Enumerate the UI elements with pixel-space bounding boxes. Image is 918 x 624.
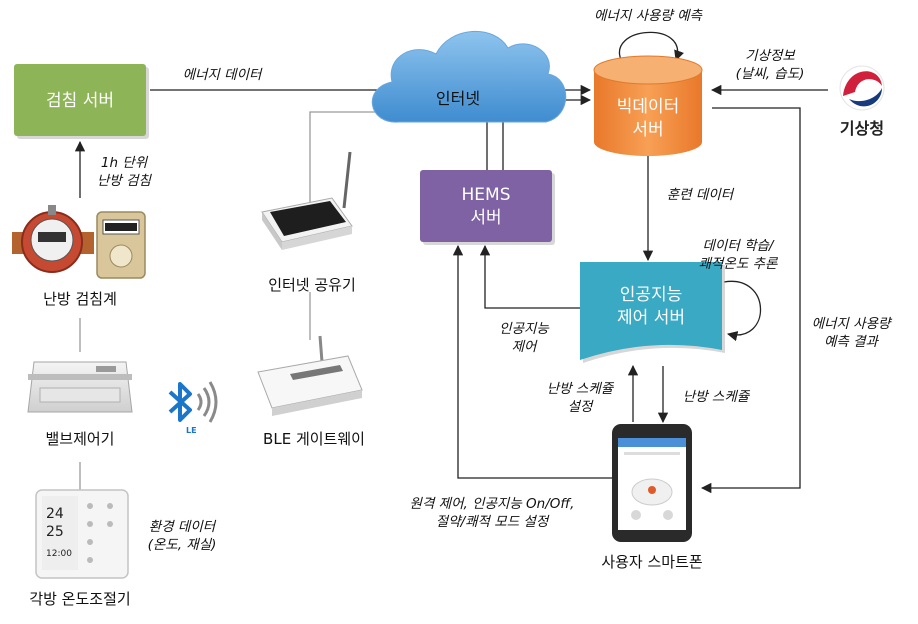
ai-control-label-2: 제어 bbox=[512, 339, 538, 355]
internet-router-label: 인터넷 공유기 bbox=[268, 276, 356, 294]
ble-gateway-label: BLE 게이트웨이 bbox=[263, 430, 365, 448]
remote-control-label-2: 절약/쾌적 모드 설정 bbox=[436, 514, 550, 530]
ai-server: 인공지능 제어 서버 bbox=[580, 262, 725, 363]
heating-meter-label: 난방 검침계 bbox=[43, 290, 117, 308]
prediction-result-arrow bbox=[700, 107, 801, 494]
weather-label-2: (날씨, 습도) bbox=[736, 66, 805, 82]
cloud-shape bbox=[372, 30, 567, 123]
smartphone-image bbox=[612, 424, 692, 542]
router-internet-line bbox=[309, 111, 385, 222]
room-thermostat-label: 각방 온도조절기 bbox=[29, 590, 130, 608]
bigdata-label-1: 빅데이터 bbox=[617, 97, 680, 117]
bigdata-label-2: 서버 bbox=[632, 120, 663, 140]
ai-label-2: 제어 서버 bbox=[617, 308, 685, 328]
kma-logo: 기상청 bbox=[839, 65, 885, 138]
meter-server: 검침 서버 bbox=[14, 64, 149, 139]
meter-server-label: 검침 서버 bbox=[46, 91, 114, 111]
remote-control-arrow bbox=[452, 244, 612, 479]
ble-gateway-image bbox=[257, 335, 363, 416]
learning-label-2: 쾌적온도 추론 bbox=[699, 256, 779, 272]
bigdata-server: 빅데이터 서버 bbox=[593, 55, 703, 156]
valve-controller-image bbox=[27, 361, 133, 413]
room-thermostat-image: 24 25 12:00 bbox=[35, 489, 129, 579]
usage-result-label-1: 에너지 사용량 bbox=[812, 316, 893, 332]
valve-controller-label: 밸브제어기 bbox=[45, 430, 114, 448]
kma-blue-swirl bbox=[849, 88, 882, 107]
env-data-label-1: 환경 데이터 bbox=[149, 519, 217, 535]
bluetooth-le-icon: LE bbox=[168, 381, 218, 435]
internet-label: 인터넷 bbox=[436, 89, 480, 108]
internet-router-image bbox=[261, 151, 353, 250]
internet-cloud: 인터넷 bbox=[372, 30, 567, 123]
schedule-setting-label-2: 설정 bbox=[568, 399, 594, 415]
hourly-label-1: 1h 단위 bbox=[101, 155, 149, 171]
schedule-setting-label-1: 난방 스케쥴 bbox=[547, 381, 615, 397]
ai-control-label-1: 인공지능 bbox=[499, 321, 550, 337]
thermostat-temp2: 25 bbox=[46, 524, 64, 540]
weather-label-1: 기상정보 bbox=[745, 48, 795, 64]
hems-server-box bbox=[420, 170, 552, 242]
smartphone-label: 사용자 스마트폰 bbox=[601, 553, 702, 571]
energy-prediction-label: 에너지 사용량 예측 bbox=[594, 8, 704, 24]
usage-result-label-2: 예측 결과 bbox=[824, 334, 880, 350]
meter-server-box bbox=[14, 64, 146, 136]
learning-loop-arrow bbox=[723, 280, 762, 342]
hourly-label-2: 난방 검침 bbox=[97, 173, 153, 189]
hems-label-2: 서버 bbox=[470, 208, 501, 228]
ai-control-arrow bbox=[479, 244, 580, 309]
thermostat-temp1: 24 bbox=[46, 506, 64, 522]
learning-label-1: 데이터 학습/ bbox=[703, 238, 775, 254]
cylinder-body bbox=[594, 70, 702, 156]
ai-label-1: 인공지능 bbox=[620, 285, 683, 305]
heating-meter-image bbox=[12, 205, 146, 279]
cylinder-top bbox=[593, 55, 703, 85]
env-data-label-2: (온도, 재실) bbox=[148, 537, 217, 553]
prediction-loop-arrow bbox=[618, 31, 684, 63]
ai-server-box bbox=[580, 262, 722, 360]
thermostat-clock: 12:00 bbox=[46, 549, 72, 559]
svg-text:LE: LE bbox=[186, 426, 197, 435]
training-data-label: 훈련 데이터 bbox=[667, 187, 735, 203]
kma-label: 기상청 bbox=[840, 119, 884, 138]
hems-server: HEMS 서버 bbox=[420, 170, 555, 245]
remote-control-label-1: 원격 제어, 인공지능 On/Off, bbox=[410, 496, 575, 512]
energy-data-label: 에너지 데이터 bbox=[183, 67, 263, 83]
hems-label-1: HEMS bbox=[462, 185, 511, 205]
connectors bbox=[74, 31, 828, 494]
heating-schedule-label: 난방 스케쥴 bbox=[683, 389, 751, 405]
kma-red-swirl bbox=[843, 71, 882, 96]
